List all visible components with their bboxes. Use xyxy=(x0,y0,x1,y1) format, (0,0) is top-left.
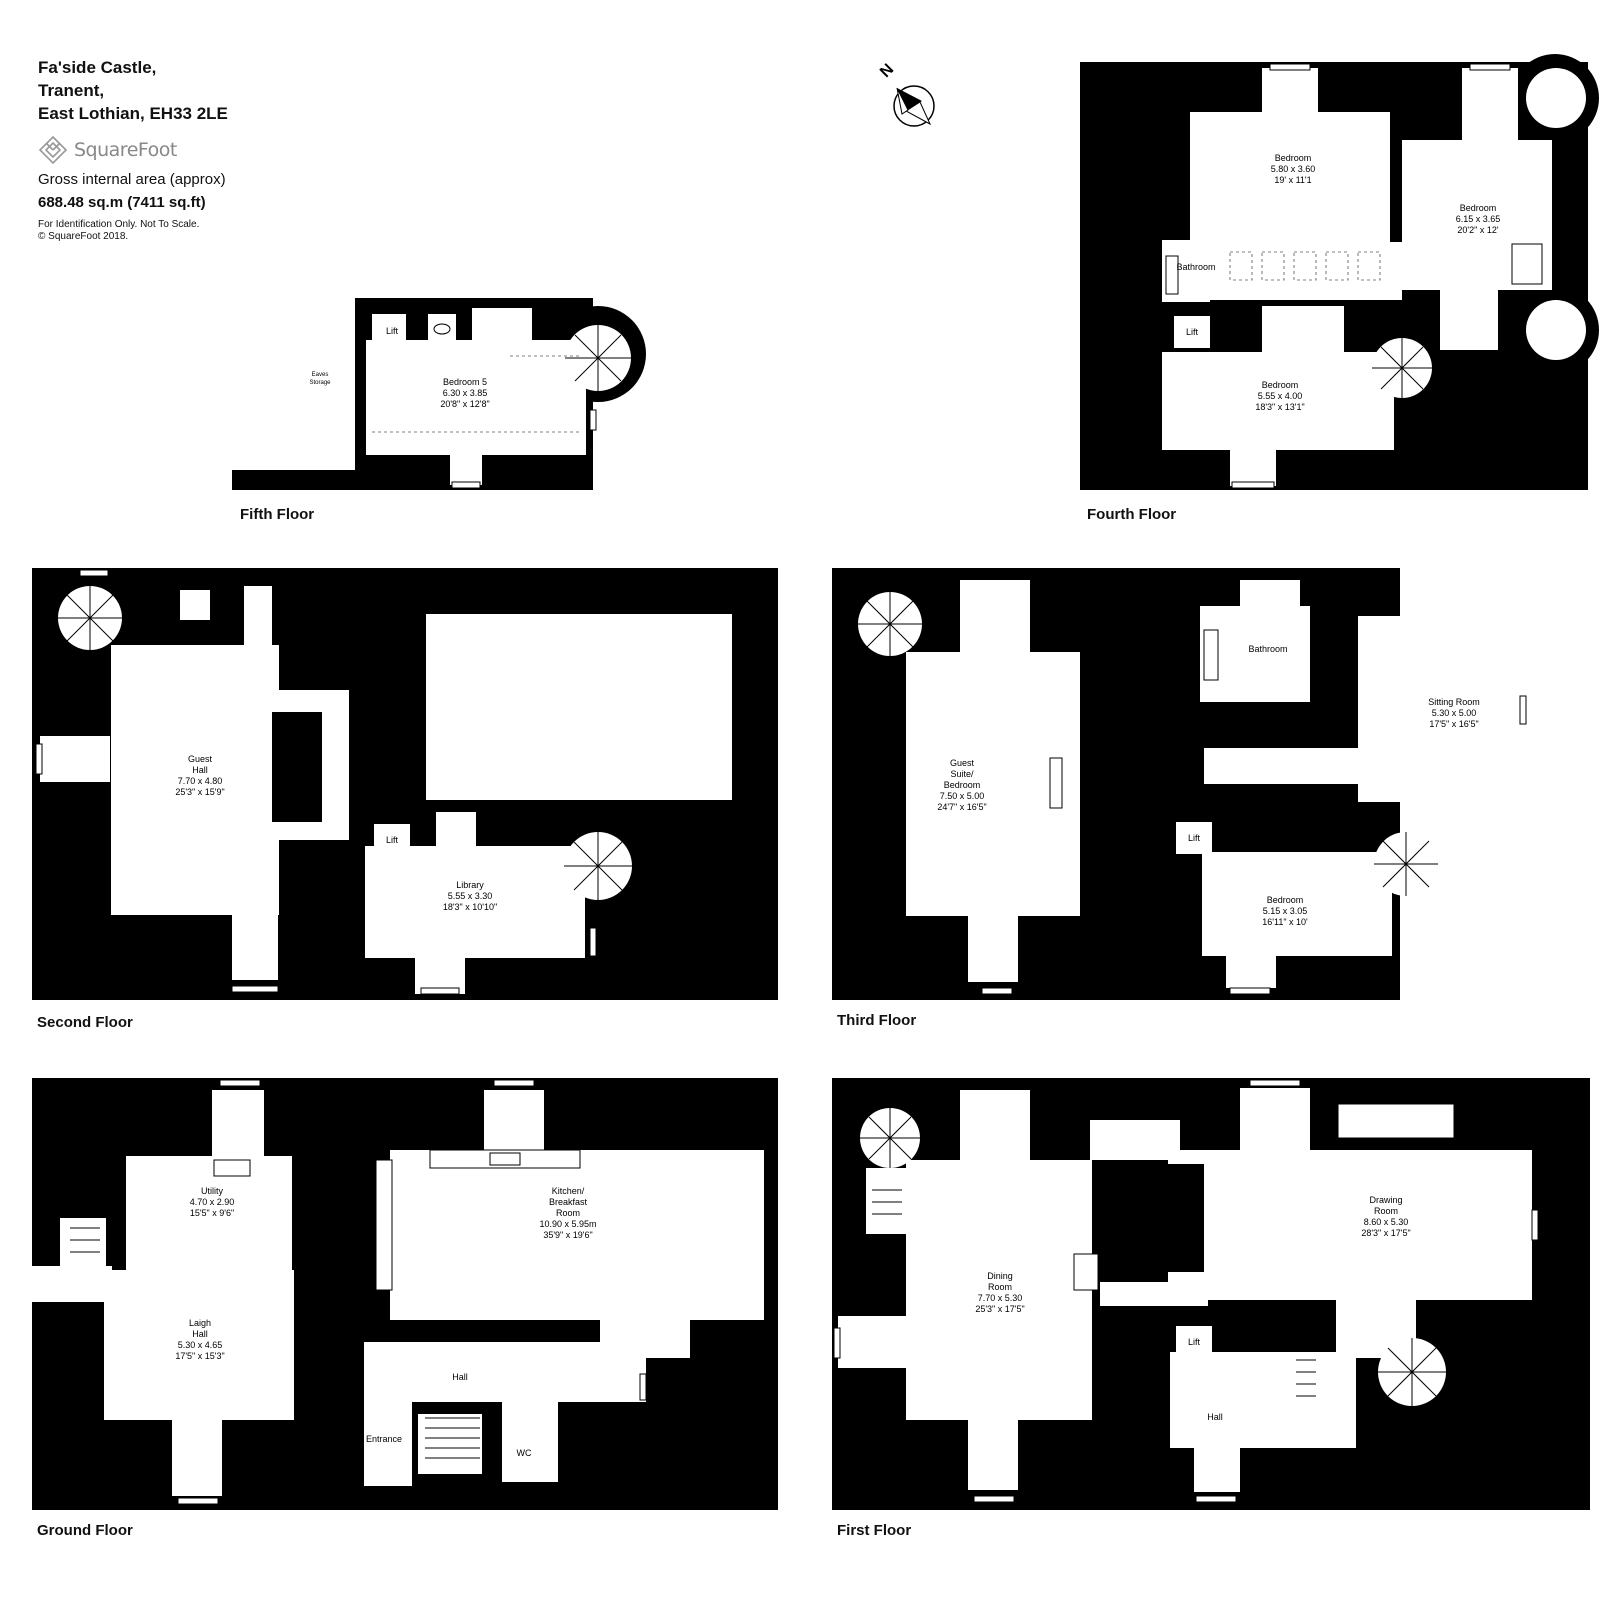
disclaimer: For Identification Only. Not To Scale. xyxy=(38,219,200,230)
gia-value: 688.48 sq.m (7411 sq.ft) xyxy=(38,194,206,211)
ground-entrance-label: Entrance xyxy=(366,1434,402,1444)
squarefoot-logo-icon xyxy=(38,135,68,165)
second-floor-label: Second Floor xyxy=(37,1014,133,1031)
fourth-bedroom-b-imperial: 20'2" x 12' xyxy=(1457,225,1498,235)
ground-laigh-line2: Hall xyxy=(192,1329,208,1339)
first-drawing-line1: Drawing xyxy=(1369,1195,1402,1205)
first-floor-plan: Dining Room 7.70 x 5.30 25'3" x 17'5" Dr… xyxy=(832,1078,1590,1510)
fifth-lift-label: Lift xyxy=(386,326,399,336)
gia-label: Gross internal area (approx) xyxy=(38,171,226,188)
fourth-bathroom-label: Bathroom xyxy=(1176,262,1215,272)
header: Fa'side Castle, Tranent, East Lothian, E… xyxy=(38,56,358,243)
fifth-eaves-line1: Eaves xyxy=(312,372,329,378)
third-bedroom-metric: 5.15 x 3.05 xyxy=(1263,906,1308,916)
ground-laigh-imperial: 17'5" x 15'3" xyxy=(175,1351,224,1361)
fourth-bedroom-a-metric: 5.80 x 3.60 xyxy=(1271,164,1316,174)
fourth-bedroom-c-metric: 5.55 x 4.00 xyxy=(1258,391,1303,401)
ground-kitchen-line2: Breakfast xyxy=(549,1197,588,1207)
fifth-bedroom5-name: Bedroom 5 xyxy=(443,377,487,387)
third-sitting-name: Sitting Room xyxy=(1428,697,1480,707)
first-dining-line1: Dining xyxy=(987,1271,1013,1281)
third-guest-line2: Suite/ xyxy=(950,769,974,779)
fourth-bedroom-a-imperial: 19' x 11'1 xyxy=(1274,175,1311,185)
third-lift-label: Lift xyxy=(1188,833,1201,843)
third-sitting-metric: 5.30 x 5.00 xyxy=(1432,708,1477,718)
ground-floor-plan: Utility 4.70 x 2.90 15'5" x 9'6" Kitchen… xyxy=(32,1078,778,1510)
third-bedroom-imperial: 16'11" x 10' xyxy=(1262,917,1308,927)
brand-logo: SquareFoot xyxy=(38,135,358,165)
copyright: © SquareFoot 2018. xyxy=(38,231,129,242)
third-bedroom-name: Bedroom xyxy=(1267,895,1304,905)
ground-floor-label: Ground Floor xyxy=(37,1522,133,1539)
third-sitting-imperial: 17'5" x 16'5" xyxy=(1429,719,1478,729)
third-guest-line1: Guest xyxy=(950,758,975,768)
first-dining-metric: 7.70 x 5.30 xyxy=(978,1293,1023,1303)
fourth-bedroom-c-imperial: 18'3" x 13'1" xyxy=(1255,402,1304,412)
ground-laigh-metric: 5.30 x 4.65 xyxy=(178,1340,223,1350)
first-drawing-line2: Room xyxy=(1374,1206,1398,1216)
ground-laigh-line1: Laigh xyxy=(189,1318,211,1328)
second-floor-plan: Guest Hall 7.70 x 4.80 25'3" x 15'9" Lib… xyxy=(32,568,778,1000)
fifth-floor-plan: Lift Bedroom 5 6.30 x 3.85 20'8" x 12'8"… xyxy=(232,298,646,490)
third-guest-metric: 7.50 x 5.00 xyxy=(940,791,985,801)
third-guest-imperial: 24'7" x 16'5" xyxy=(937,802,986,812)
fifth-bedroom5-metric: 6.30 x 3.85 xyxy=(443,388,488,398)
second-guest-hall-line1: Guest xyxy=(188,754,213,764)
ground-kitchen-line1: Kitchen/ xyxy=(552,1186,585,1196)
ground-utility-metric: 4.70 x 2.90 xyxy=(190,1197,235,1207)
first-dining-line2: Room xyxy=(988,1282,1012,1292)
ground-utility-name: Utility xyxy=(201,1186,223,1196)
third-guest-line3: Bedroom xyxy=(944,780,981,790)
second-guest-hall-metric: 7.70 x 4.80 xyxy=(178,776,223,786)
fifth-eaves-line2: Storage xyxy=(309,380,331,386)
fourth-lift-label: Lift xyxy=(1186,327,1199,337)
address-line-1: Fa'side Castle, xyxy=(38,58,157,77)
first-drawing-metric: 8.60 x 5.30 xyxy=(1364,1217,1409,1227)
third-floor-label: Third Floor xyxy=(837,1012,917,1029)
fifth-floor-label: Fifth Floor xyxy=(240,506,315,523)
fourth-bedroom-b-metric: 6.15 x 3.65 xyxy=(1456,214,1501,224)
compass: N xyxy=(877,61,935,127)
second-library-metric: 5.55 x 3.30 xyxy=(448,891,493,901)
second-library-name: Library xyxy=(456,880,484,890)
ground-hall-label: Hall xyxy=(452,1372,468,1382)
address-line-2: Tranent, xyxy=(38,81,105,100)
second-guest-hall-line2: Hall xyxy=(192,765,208,775)
second-lift-label: Lift xyxy=(386,835,399,845)
ground-wc-label: WC xyxy=(517,1448,532,1458)
first-lift-label: Lift xyxy=(1188,1337,1201,1347)
second-guest-hall-imperial: 25'3" x 15'9" xyxy=(175,787,224,797)
compass-icon xyxy=(893,85,935,127)
fourth-bedroom-c-name: Bedroom xyxy=(1262,380,1299,390)
ground-kitchen-metric: 10.90 x 5.95m xyxy=(539,1219,596,1229)
brand-name: SquareFoot xyxy=(74,139,177,161)
fourth-floor-label: Fourth Floor xyxy=(1087,506,1177,523)
fifth-bedroom5-imperial: 20'8" x 12'8" xyxy=(440,399,489,409)
first-hall-label: Hall xyxy=(1207,1412,1223,1422)
compass-north-label: N xyxy=(877,61,897,81)
address-line-3: East Lothian, EH33 2LE xyxy=(38,104,228,123)
second-library-imperial: 18'3" x 10'10" xyxy=(443,902,497,912)
third-bathroom-label: Bathroom xyxy=(1248,644,1287,654)
fourth-bedroom-b-name: Bedroom xyxy=(1460,203,1497,213)
fourth-floor-plan: Bedroom 5.80 x 3.60 19' x 11'1 Bedroom 6… xyxy=(1080,54,1599,490)
third-floor-plan: Guest Suite/ Bedroom 7.50 x 5.00 24'7" x… xyxy=(832,568,1534,1000)
first-floor-label: First Floor xyxy=(837,1522,912,1539)
ground-kitchen-line3: Room xyxy=(556,1208,580,1218)
ground-kitchen-imperial: 35'9" x 19'6" xyxy=(543,1230,592,1240)
fourth-bedroom-a-name: Bedroom xyxy=(1275,153,1312,163)
ground-utility-imperial: 15'5" x 9'6" xyxy=(190,1208,234,1218)
first-dining-imperial: 25'3" x 17'5" xyxy=(975,1304,1024,1314)
first-drawing-imperial: 28'3" x 17'5" xyxy=(1361,1228,1410,1238)
